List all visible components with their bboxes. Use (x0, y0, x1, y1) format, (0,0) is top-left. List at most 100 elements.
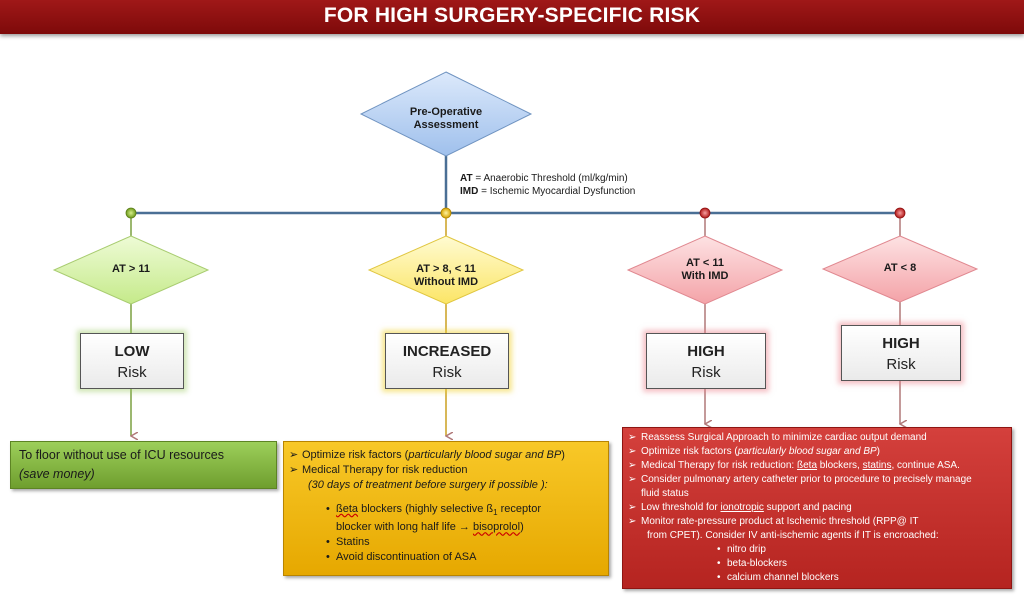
legend-at-abbr: AT (460, 173, 473, 184)
title-banner: FOR HIGH SURGERY-SPECIFIC RISK (0, 0, 1024, 34)
high-item-optimize: Optimize risk factors (particularly bloo… (628, 445, 1007, 459)
high-item-therapy-beta: ßeta (797, 460, 818, 471)
condition-label-increased: AT > 8, < 11 Without IMD (396, 263, 496, 289)
high-sub-list: nitro drip beta-blockers calcium channel… (717, 543, 927, 585)
high-item-threshold: Low threshold for ionotropic support and… (628, 501, 1007, 515)
start-diamond (359, 71, 533, 157)
high-item-therapy-text: Medical Therapy for risk reduction: (641, 460, 797, 471)
increased-action-panel: Optimize risk factors (particularly bloo… (283, 441, 609, 576)
increased-item-optimize-italic: particularly blood sugar and BP (408, 449, 562, 461)
legend-at: AT = Anaerobic Threshold (ml/kg/min) (460, 172, 700, 185)
increased-item-duration: (30 days of treatment before surgery if … (302, 478, 602, 493)
start-label-line1: Pre-Operative (409, 106, 483, 118)
condition-increased-line2: Without IMD (413, 276, 479, 288)
increased-sub-beta-close: ) (520, 521, 524, 534)
increased-sub-beta-cont: blocker with long half life → bisoprolol… (336, 520, 604, 535)
high-item-therapy-blockers: blockers, (817, 460, 863, 471)
high-sub-nitro: nitro drip (717, 543, 927, 557)
high-item-threshold-ionotropic: ionotropic (720, 502, 764, 513)
diamond-increased (367, 235, 525, 305)
high-action-panel: Reassess Surgical Approach to minimize c… (622, 427, 1012, 589)
high-item-monitor: Monitor rate-pressure product at Ischemi… (628, 515, 1007, 529)
high-item-reassess-text: Reassess Surgical Approach to minimize c… (641, 432, 927, 443)
increased-sub-asa: Avoid discontinuation of ASA (326, 550, 604, 565)
risk-level-low: LOW (114, 343, 150, 360)
risk-level-increased: INCREASED (402, 343, 492, 360)
high-action-list: Reassess Surgical Approach to minimize c… (628, 431, 1007, 543)
risk-level-high-imd: HIGH (687, 343, 725, 360)
condition-high-imd-line2: With IMD (681, 270, 729, 282)
page-title: FOR HIGH SURGERY-SPECIFIC RISK (323, 4, 701, 27)
high-sub-calcium: calcium channel blockers (717, 571, 927, 585)
increased-action-list: Optimize risk factors (particularly bloo… (289, 448, 602, 493)
high-item-therapy-statins: statins (862, 460, 892, 471)
high-item-monitor-text: Monitor rate-pressure product at Ischemi… (641, 516, 919, 527)
diamond-high-imd (626, 235, 784, 305)
high-item-therapy-asa: , continue ASA. (891, 460, 960, 471)
low-action-line2: (save money) (19, 467, 95, 481)
low-action-panel: To floor without use of ICU resources (s… (10, 441, 277, 489)
junction-dot-green (125, 207, 137, 219)
high-item-catheter: Consider pulmonary artery catheter prior… (628, 473, 1007, 487)
increased-item-therapy-text: Medical Therapy for risk reduction (302, 464, 468, 476)
high-item-threshold-text: Low threshold for (641, 502, 721, 513)
condition-label-high-imd: AT < 11 With IMD (655, 257, 755, 283)
risk-box-low: LOW Risk (80, 333, 184, 389)
increased-item-therapy: Medical Therapy for risk reduction (289, 463, 602, 478)
high-sub-beta: beta-blockers (717, 557, 927, 571)
abbreviation-legend: AT = Anaerobic Threshold (ml/kg/min) IMD… (460, 172, 700, 198)
condition-label-high: AT < 8 (850, 262, 950, 275)
risk-box-high-imd: HIGH Risk (646, 333, 766, 389)
increased-item-optimize: Optimize risk factors (particularly bloo… (289, 448, 602, 463)
increased-sub-beta-halflife: blocker with long half life (336, 521, 459, 534)
start-label: Pre-Operative Assessment (386, 106, 506, 132)
condition-increased-line1: AT > 8, < 11 (416, 263, 476, 275)
high-item-monitor-cont: from CPET). Consider IV anti-ischemic ag… (641, 529, 1007, 543)
high-item-optimize-text: Optimize risk factors ( (641, 446, 738, 457)
high-item-catheter-text: Consider pulmonary artery catheter prior… (641, 474, 972, 485)
high-item-reassess: Reassess Surgical Approach to minimize c… (628, 431, 1007, 445)
risk-box-increased: INCREASED Risk (385, 333, 509, 389)
legend-imd-text: = Ischemic Myocardial Dysfunction (478, 186, 636, 197)
risk-word-low: Risk (117, 364, 147, 381)
increased-sub-statins-text: Statins (336, 536, 370, 549)
high-sub-beta-text: beta-blockers (727, 558, 788, 569)
increased-sub-beta-subscript: 1 (493, 508, 498, 518)
increased-sub-asa-text: Avoid discontinuation of ASA (336, 551, 477, 564)
diamond-high (821, 235, 979, 303)
condition-high-imd-line1: AT < 11 (685, 257, 724, 269)
legend-at-text: = Anaerobic Threshold (ml/kg/min) (472, 173, 628, 184)
increased-sub-beta-text: blockers (highly selective ß (358, 503, 494, 515)
high-sub-nitro-text: nitro drip (727, 544, 766, 555)
increased-item-duration-text: (30 days of treatment before surgery if … (308, 479, 548, 491)
high-item-optimize-close: ) (876, 446, 881, 457)
risk-word-increased: Risk (432, 364, 462, 381)
condition-low-line1: AT > 11 (111, 263, 150, 275)
risk-word-high-imd: Risk (691, 364, 721, 381)
increased-sub-statins: Statins (326, 535, 604, 550)
right-arrow-icon: → (458, 521, 470, 534)
increased-item-optimize-close: ) (561, 449, 565, 461)
high-item-therapy: Medical Therapy for risk reduction: ßeta… (628, 459, 1007, 473)
risk-box-high: HIGH Risk (841, 325, 961, 381)
junction-dot-red-imd (699, 207, 711, 219)
legend-imd: IMD = Ischemic Myocardial Dysfunction (460, 185, 700, 198)
condition-label-low: AT > 11 (81, 263, 181, 276)
risk-word-high: Risk (886, 356, 916, 373)
high-item-catheter-fluid: fluid status (641, 488, 689, 499)
increased-sub-list: ßeta blockers (highly selective ß1 recep… (326, 502, 604, 565)
risk-level-high: HIGH (882, 335, 920, 352)
high-item-catheter-cont: fluid status (641, 487, 1007, 501)
increased-sub-bisoprolol: bisoprolol (472, 521, 521, 534)
increased-sub-beta-word: ßeta (336, 503, 359, 515)
low-action-line1: To floor without use of ICU resources (19, 448, 224, 462)
start-label-line2: Assessment (413, 119, 479, 131)
high-item-monitor-agents: from CPET). Consider IV anti-ischemic ag… (647, 530, 939, 541)
high-item-threshold-support: support and pacing (763, 502, 852, 513)
junction-dot-yellow (440, 207, 452, 219)
increased-sub-beta-receptor: receptor (497, 503, 541, 515)
junction-dot-red (894, 207, 906, 219)
high-sub-calcium-text: calcium channel blockers (727, 572, 839, 583)
increased-item-optimize-text: Optimize risk factors ( (302, 449, 409, 461)
